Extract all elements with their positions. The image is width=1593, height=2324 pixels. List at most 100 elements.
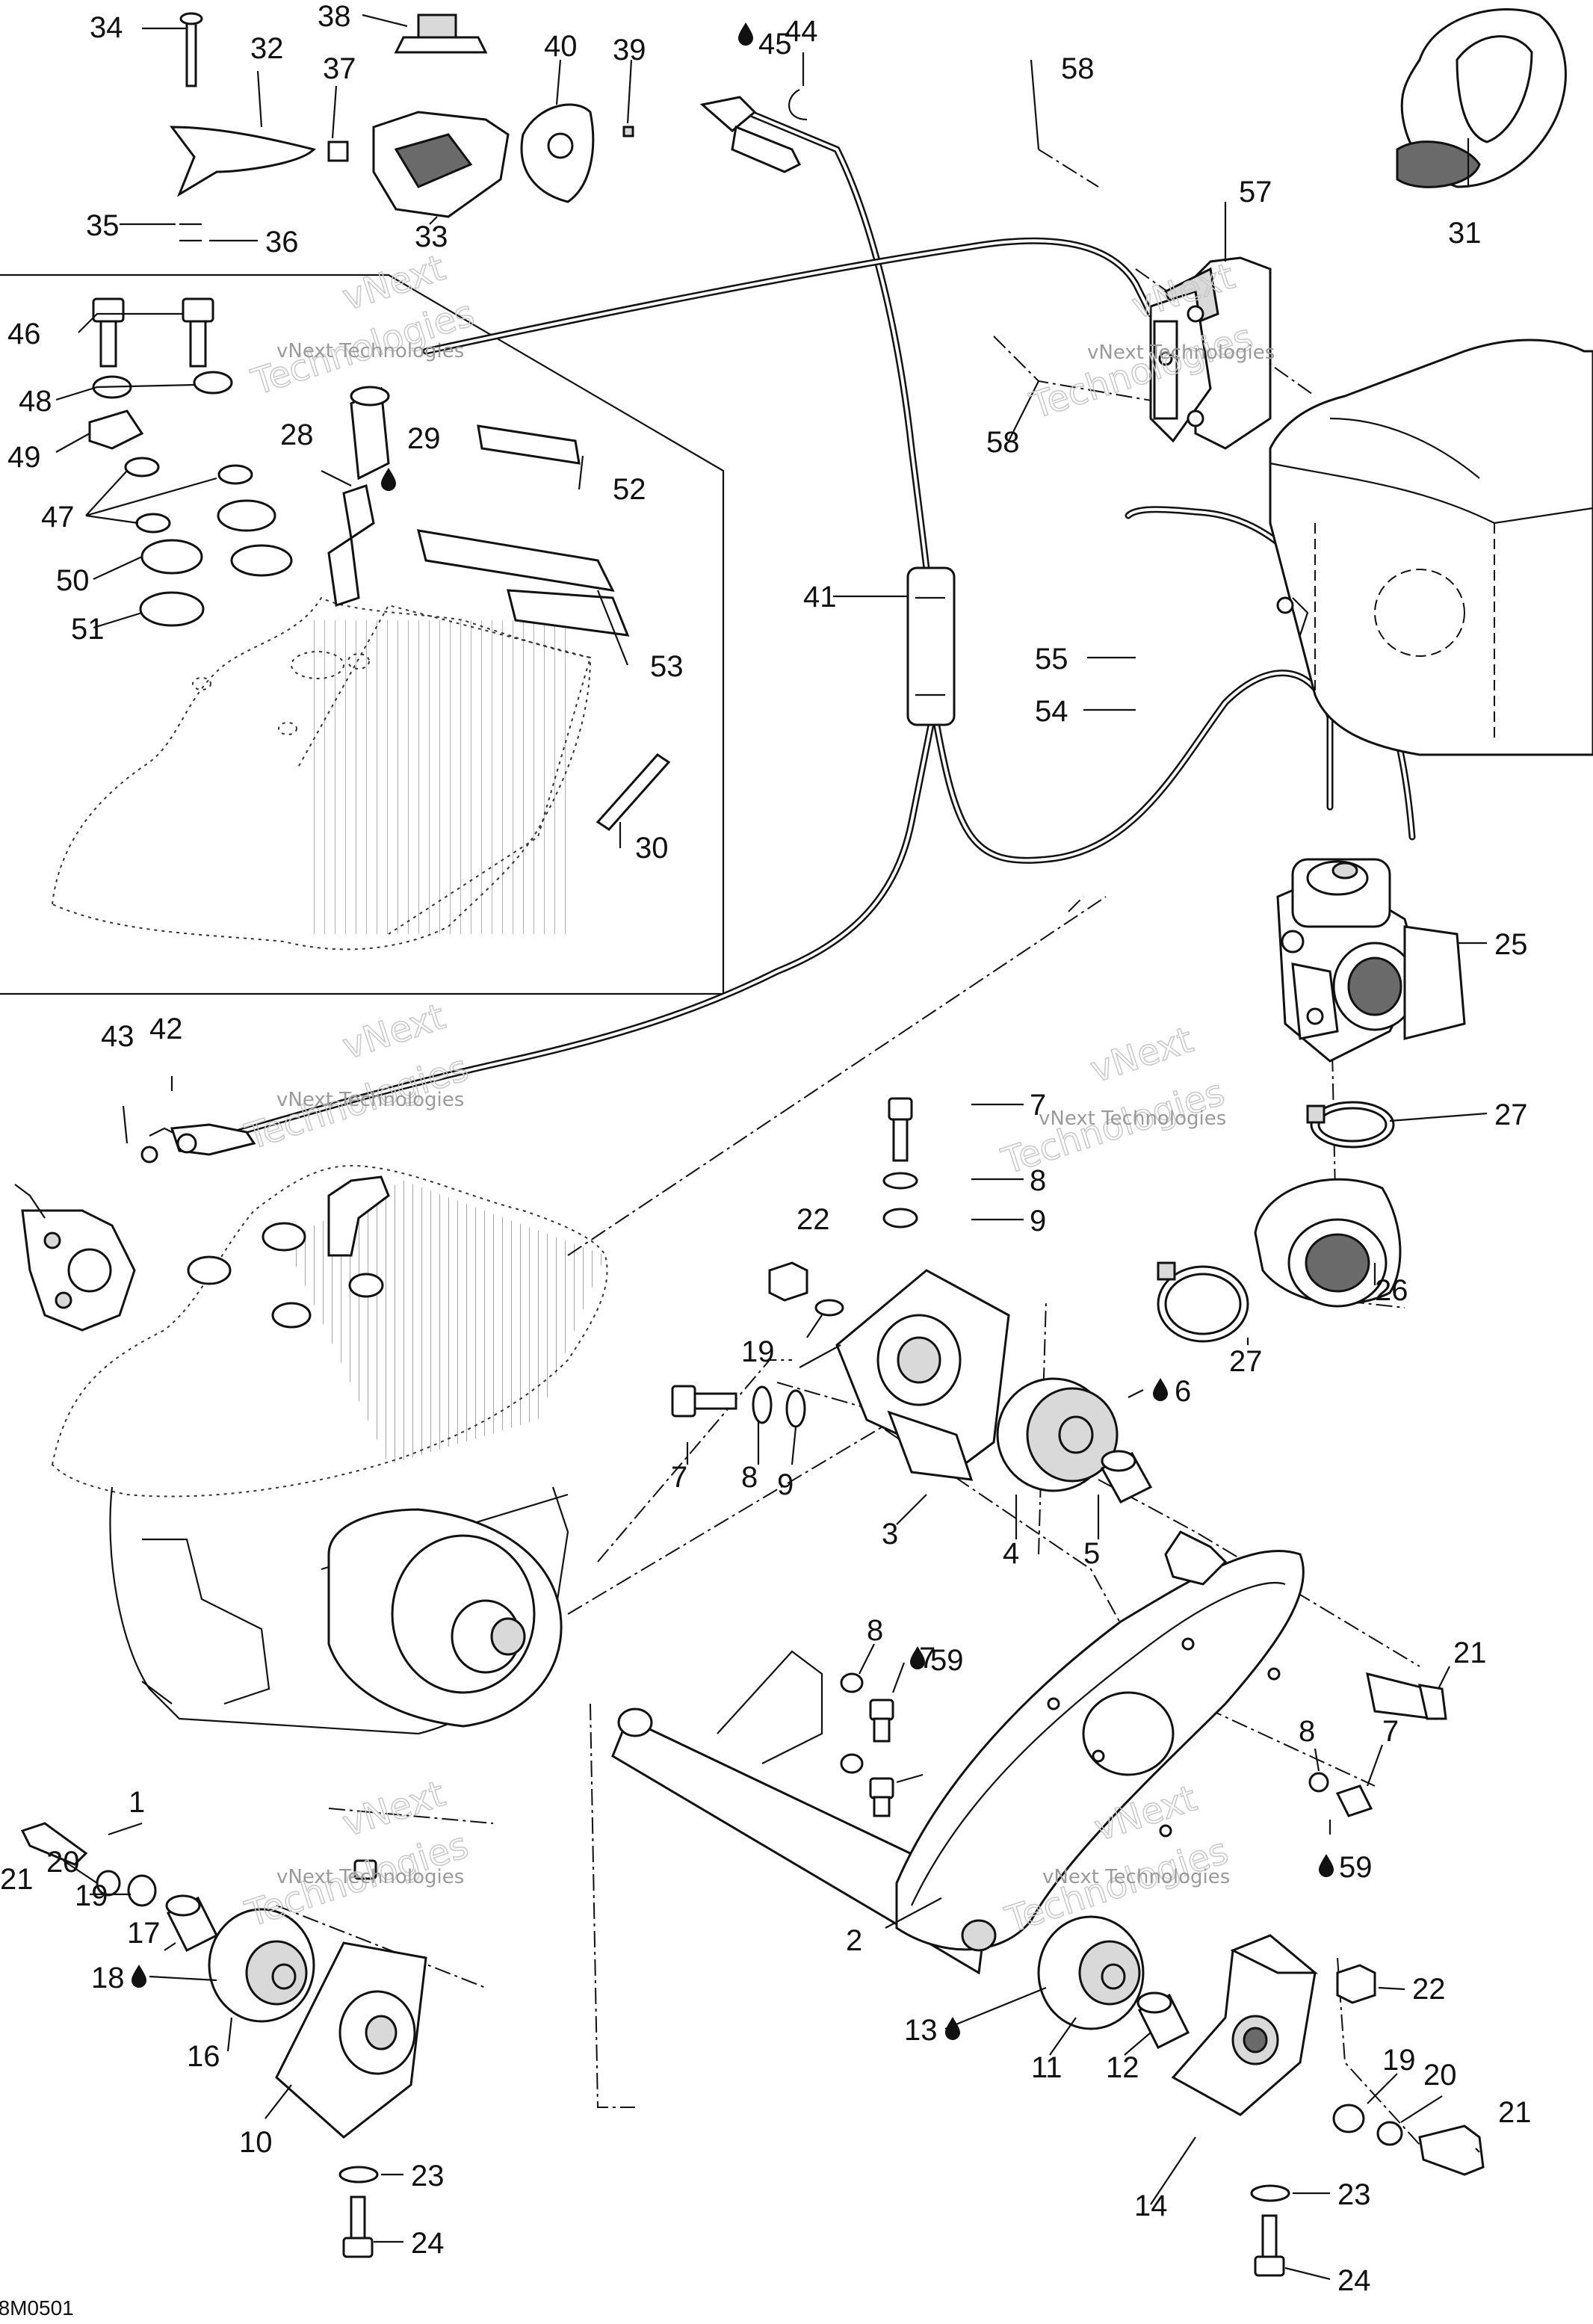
callout-2: 2 — [846, 1924, 862, 1957]
callout-17: 17 — [127, 1917, 161, 1950]
callout-7a: 7 — [1030, 1089, 1046, 1122]
callout-29-group: 29 — [381, 422, 441, 491]
callout-20b: 20 — [1423, 2059, 1457, 2092]
callout-13-group: 13 — [904, 2014, 960, 2047]
carburetor — [1276, 858, 1466, 1063]
callout-41: 41 — [803, 581, 837, 614]
callout-30: 30 — [635, 832, 669, 865]
callout-48: 48 — [19, 385, 52, 418]
engine — [14, 1127, 608, 1735]
callout-19b: 19 — [75, 1879, 108, 1912]
callout-54: 54 — [1035, 695, 1068, 728]
callout-labels: 1 2 3 4 5 6 7 7 7 7 8 8 8 8 9 9 10 11 12… — [0, 0, 1532, 2297]
mount-bracket-3 — [671, 1097, 1153, 1504]
callout-27b: 27 — [1229, 1345, 1263, 1378]
callout-52: 52 — [613, 473, 646, 506]
callout-59a: 59 — [930, 1644, 964, 1677]
leader-lines — [55, 13, 1488, 2281]
callout-50: 50 — [56, 564, 90, 597]
callout-7d: 7 — [1382, 1715, 1399, 1748]
callout-33: 33 — [415, 220, 448, 253]
callout-8c: 8 — [867, 1614, 883, 1647]
callout-4: 4 — [1003, 1537, 1019, 1570]
callout-59b-group: 59 — [1319, 1851, 1373, 1884]
svg-text:vNext Technologies: vNext Technologies — [276, 340, 464, 362]
part-57-bracket — [1149, 256, 1272, 450]
callout-28: 28 — [280, 418, 314, 451]
inset-box — [0, 273, 725, 995]
callout-44: 44 — [785, 15, 818, 48]
mount-bracket-14 — [1037, 1915, 1485, 2277]
clamps-and-adapter — [1157, 1101, 1402, 1343]
callout-45: 45 — [758, 28, 792, 61]
callout-22a: 22 — [796, 1203, 830, 1236]
callout-24a: 24 — [411, 2227, 445, 2260]
diagram-code: 08M0501 — [0, 2296, 74, 2320]
callout-25: 25 — [1494, 928, 1528, 961]
callout-21c: 21 — [1498, 2096, 1532, 2129]
callout-18-group: 18 — [91, 1962, 146, 1994]
callout-29: 29 — [407, 422, 441, 455]
callout-36: 36 — [265, 226, 299, 259]
callout-42: 42 — [149, 1013, 183, 1045]
callout-35: 35 — [86, 209, 120, 242]
callout-26: 26 — [1375, 1274, 1408, 1307]
svg-text:vNext Technologies: vNext Technologies — [1087, 342, 1275, 364]
callout-7b: 7 — [671, 1461, 687, 1494]
small-parts-top — [169, 8, 1567, 242]
callout-43: 43 — [101, 1020, 134, 1053]
callout-32: 32 — [250, 32, 284, 65]
svg-text:vNext Technologies: vNext Technologies — [1042, 1866, 1230, 1888]
callout-13: 13 — [904, 2014, 938, 2047]
callout-21a: 21 — [1453, 1637, 1487, 1669]
callout-6-group: 6 — [1153, 1375, 1191, 1408]
callout-5: 5 — [1083, 1537, 1100, 1570]
callout-45-group: 45 — [738, 22, 792, 61]
callout-9b: 9 — [777, 1468, 794, 1501]
callout-23a: 23 — [411, 2160, 445, 2192]
callout-9a: 9 — [1030, 1205, 1046, 1237]
callout-55: 55 — [1035, 643, 1068, 676]
small-parts-inset — [88, 297, 671, 831]
callout-51: 51 — [71, 613, 105, 646]
callout-58b: 58 — [986, 426, 1020, 459]
callout-19a: 19 — [741, 1335, 775, 1368]
callout-40: 40 — [544, 30, 578, 63]
callout-14: 14 — [1134, 2189, 1168, 2222]
callout-3: 3 — [882, 1518, 898, 1551]
callout-6: 6 — [1175, 1375, 1191, 1408]
svg-text:vNext Technologies: vNext Technologies — [276, 1089, 464, 1111]
callout-8d: 8 — [1299, 1715, 1315, 1748]
callout-18: 18 — [91, 1962, 125, 1994]
callout-19c: 19 — [1382, 2044, 1416, 2077]
engine-support-2 — [611, 1530, 1447, 1975]
callout-1: 1 — [129, 1786, 145, 1819]
mount-bracket-10 — [20, 1822, 427, 2258]
callout-39: 39 — [613, 34, 646, 67]
watermark-1: vNext Technologies vNext Technologies — [246, 247, 480, 404]
callout-58a: 58 — [1061, 52, 1095, 85]
callout-34: 34 — [90, 11, 123, 44]
watermark-5: vNext Technologies vNext Technologies — [240, 1773, 474, 1936]
air-silencer — [1269, 339, 1593, 756]
callout-16: 16 — [187, 2040, 220, 2073]
callout-38: 38 — [318, 0, 351, 33]
watermark-3: vNext Technologies vNext Technologies — [240, 995, 474, 1159]
callout-59a-group: 59 — [910, 1644, 964, 1677]
svg-text:vNext Technologies: vNext Technologies — [1039, 1107, 1226, 1130]
callout-11: 11 — [1031, 2051, 1062, 2084]
callout-10: 10 — [239, 2126, 273, 2159]
throttle-cable — [140, 96, 1416, 1163]
callout-57: 57 — [1239, 176, 1272, 208]
callout-53: 53 — [650, 650, 684, 683]
callout-27a: 27 — [1494, 1098, 1528, 1131]
callout-49: 49 — [7, 441, 41, 474]
callout-12: 12 — [1106, 2051, 1139, 2084]
callout-46: 46 — [7, 318, 41, 350]
svg-text:vNext: vNext — [1086, 1019, 1198, 1091]
callout-22b: 22 — [1412, 1973, 1446, 2006]
callout-8b: 8 — [741, 1461, 758, 1494]
callout-21b: 21 — [0, 1863, 34, 1896]
callout-20a: 20 — [46, 1846, 80, 1879]
